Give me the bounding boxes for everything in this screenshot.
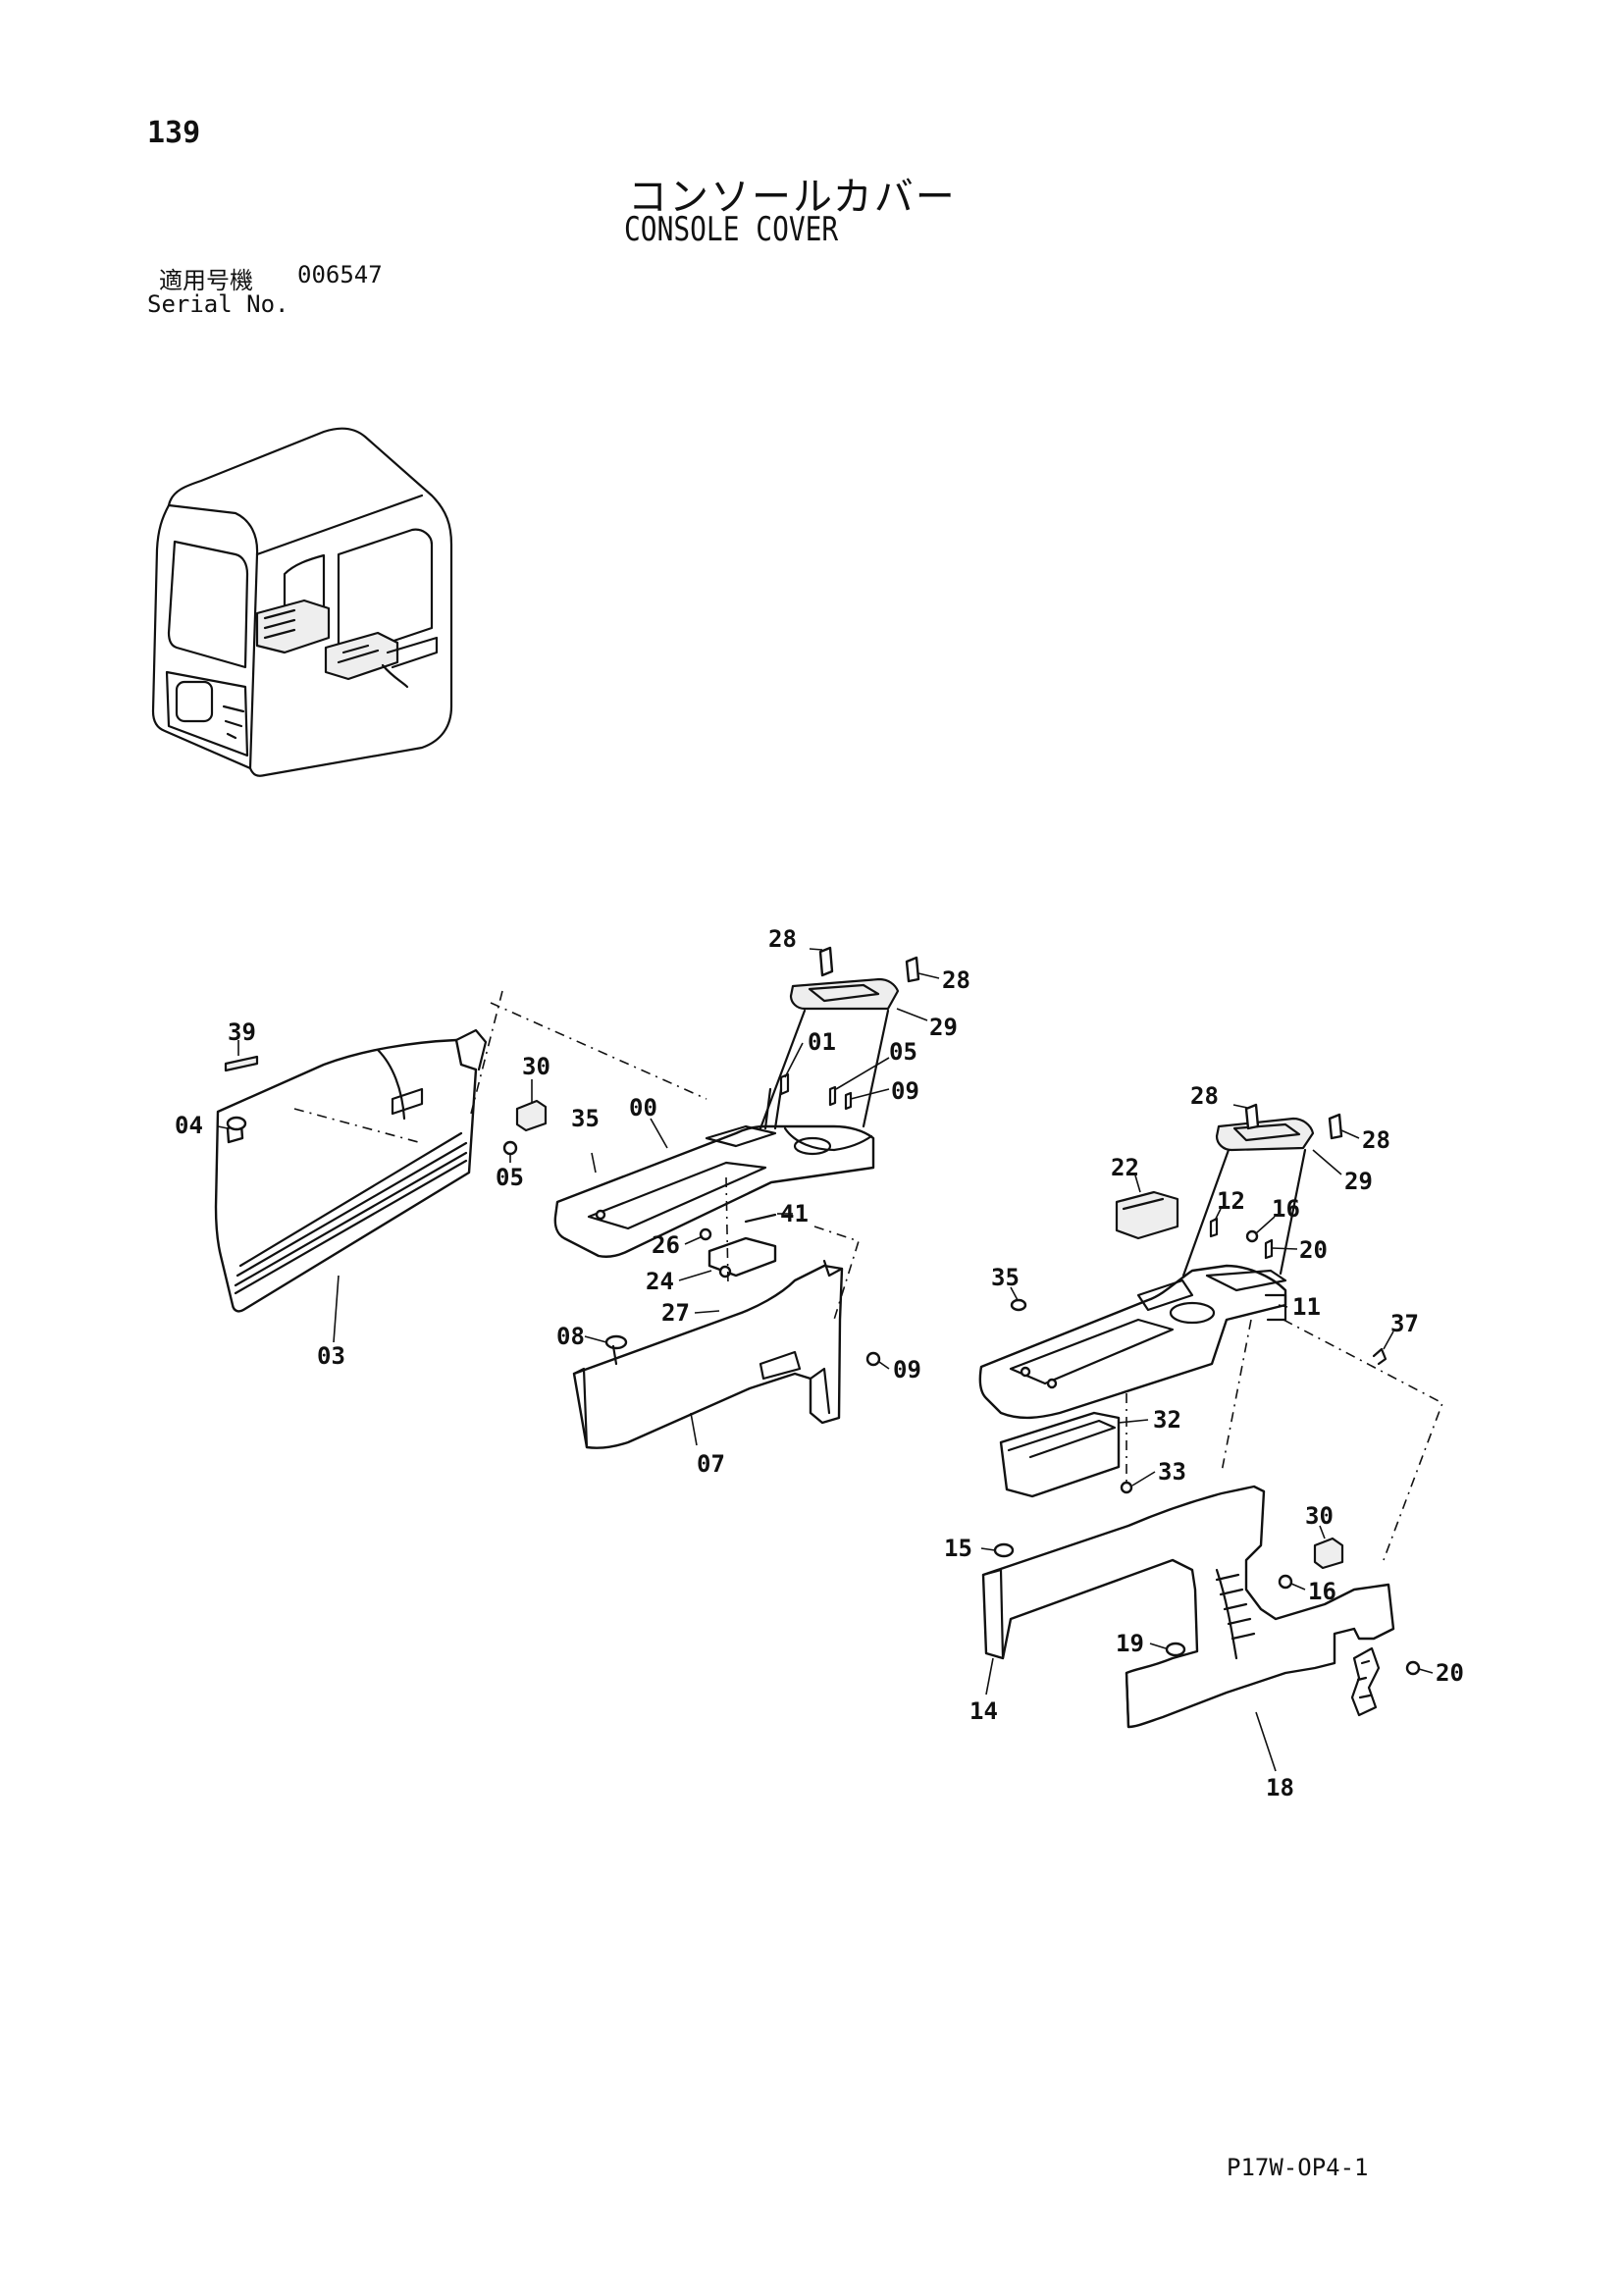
callout-27: 27 [661,1299,690,1327]
callout-24: 24 [646,1268,674,1295]
page-title-english: CONSOLE COVER [624,210,839,249]
callout-14: 14 [969,1697,998,1725]
left-console-assembly [214,946,920,1449]
callout-35: 35 [571,1105,600,1132]
callout-37: 37 [1390,1310,1419,1337]
callout-09-lower: 09 [893,1356,921,1383]
callout-05-upper: 05 [889,1038,917,1066]
cab-overview-illustration [151,427,453,777]
leader-lines [217,948,1434,1772]
callout-39: 39 [228,1018,256,1046]
callout-28-left-b: 28 [942,966,970,994]
callout-30-right: 30 [1305,1502,1334,1530]
callout-29-right: 29 [1344,1168,1373,1195]
callout-33: 33 [1158,1458,1186,1486]
callout-28-right-a: 28 [1190,1082,1219,1110]
callout-18: 18 [1266,1774,1294,1801]
callout-32: 32 [1153,1406,1181,1434]
callout-30: 30 [522,1053,550,1080]
callout-16-lower: 16 [1308,1578,1336,1605]
callout-08: 08 [556,1323,585,1350]
callout-01: 01 [808,1028,836,1056]
serial-label-japanese: 適用号機 [159,267,253,294]
callout-16-upper: 16 [1272,1195,1300,1223]
callout-09-upper: 09 [891,1077,919,1105]
drawing-code: P17W-OP4-1 [1227,2154,1369,2181]
callout-11: 11 [1292,1293,1321,1321]
callout-22: 22 [1111,1154,1139,1181]
callout-03: 03 [317,1342,345,1370]
callout-28-left-a: 28 [768,925,797,953]
callout-29-left: 29 [929,1014,958,1041]
serial-number-value: 006547 [297,261,383,288]
left-console-callouts: 39 04 03 30 05 35 00 28 28 29 01 05 09 4… [175,925,970,1478]
callout-41: 41 [780,1200,809,1227]
page-title-japanese: コンソールカバー [628,175,957,220]
callout-28-right-b: 28 [1362,1126,1390,1154]
callout-12: 12 [1217,1187,1245,1215]
callout-05: 05 [496,1164,524,1191]
callout-19: 19 [1116,1630,1144,1657]
page-number: 139 [147,116,201,150]
callout-26: 26 [652,1231,680,1259]
callout-07: 07 [697,1450,725,1478]
callout-35-right: 35 [991,1264,1020,1291]
right-console-callouts: 28 28 29 22 12 16 20 35 11 37 32 33 30 1… [944,1082,1464,1801]
serial-label-english: Serial No. [147,290,289,318]
callout-04: 04 [175,1112,203,1139]
right-console-assembly [978,1103,1443,1729]
callout-20-lower: 20 [1436,1659,1464,1687]
callout-15: 15 [944,1535,972,1562]
callout-00: 00 [629,1094,657,1122]
callout-20-upper: 20 [1299,1236,1328,1264]
